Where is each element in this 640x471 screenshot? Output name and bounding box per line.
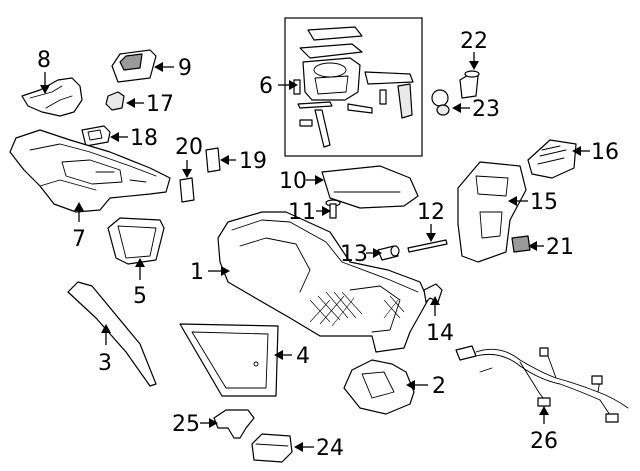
callout-13: 13 bbox=[340, 242, 382, 267]
callout-18: 18 bbox=[110, 126, 158, 151]
callout-17-label: 17 bbox=[146, 92, 174, 117]
callout-1: 1 bbox=[190, 260, 230, 285]
callout-12: 12 bbox=[417, 200, 445, 242]
callout-18-label: 18 bbox=[130, 126, 158, 151]
callout-layer: 1 2 3 4 5 6 7 bbox=[37, 29, 619, 461]
callout-11-label: 11 bbox=[288, 200, 316, 225]
part-12-rod bbox=[407, 239, 448, 253]
callout-6-label: 6 bbox=[259, 74, 273, 99]
callout-16-label: 16 bbox=[591, 140, 619, 165]
part-17-clip bbox=[105, 91, 125, 111]
callout-8: 8 bbox=[37, 48, 51, 94]
callout-20: 20 bbox=[175, 135, 203, 178]
part-8-bracket bbox=[21, 77, 83, 117]
callout-20-label: 20 bbox=[175, 135, 203, 160]
callout-11: 11 bbox=[288, 200, 331, 225]
part-25-bracket bbox=[213, 409, 255, 439]
callout-16: 16 bbox=[572, 140, 619, 165]
callout-7-label: 7 bbox=[72, 227, 86, 252]
part-6-inset-frame bbox=[284, 17, 423, 157]
callout-15: 15 bbox=[508, 190, 558, 215]
callout-9: 9 bbox=[154, 56, 192, 81]
part-20-connector bbox=[179, 177, 195, 203]
callout-21-label: 21 bbox=[546, 235, 574, 260]
part-11-screw bbox=[325, 199, 341, 219]
part-26-wiring-harness bbox=[455, 345, 629, 423]
part-18-switch bbox=[81, 125, 111, 147]
callout-3: 3 bbox=[98, 324, 112, 376]
callout-25-label: 25 bbox=[172, 412, 200, 437]
callout-13-label: 13 bbox=[340, 242, 368, 267]
callout-10: 10 bbox=[279, 169, 324, 194]
callout-17: 17 bbox=[126, 92, 174, 117]
callout-24-label: 24 bbox=[316, 436, 344, 461]
callout-23-label: 23 bbox=[472, 97, 500, 122]
callout-2-label: 2 bbox=[432, 374, 446, 399]
callout-5: 5 bbox=[133, 258, 147, 309]
callout-19: 19 bbox=[220, 149, 267, 174]
callout-12-label: 12 bbox=[417, 200, 445, 225]
part-4-side-panel bbox=[179, 323, 279, 397]
part-7-console-tray bbox=[9, 129, 171, 213]
part-9-bezel bbox=[111, 49, 157, 83]
part-19-connector bbox=[205, 147, 221, 173]
callout-8-label: 8 bbox=[37, 48, 51, 73]
callout-2: 2 bbox=[406, 374, 446, 399]
part-2-bracket bbox=[343, 359, 415, 415]
callout-10-label: 10 bbox=[279, 169, 307, 194]
callout-3-label: 3 bbox=[98, 351, 112, 376]
part-13-pin bbox=[377, 245, 400, 261]
callout-4: 4 bbox=[274, 344, 310, 369]
callout-1-label: 1 bbox=[190, 260, 204, 285]
callout-6: 6 bbox=[259, 74, 298, 99]
part-24-module bbox=[251, 433, 293, 463]
part-22-power-outlet bbox=[459, 70, 480, 99]
part-15-rear-panel bbox=[457, 161, 527, 263]
part-23-cap bbox=[431, 89, 450, 116]
callout-22: 22 bbox=[460, 29, 488, 70]
callout-7: 7 bbox=[72, 202, 86, 252]
callout-14: 14 bbox=[426, 296, 454, 346]
callout-14-label: 14 bbox=[426, 321, 454, 346]
callout-5-label: 5 bbox=[133, 284, 147, 309]
part-21-switch bbox=[511, 235, 531, 253]
callout-26-label: 26 bbox=[530, 429, 558, 454]
part-14-clip bbox=[423, 283, 443, 303]
part-1-console-body bbox=[217, 211, 429, 353]
callout-9-label: 9 bbox=[178, 56, 192, 81]
callout-23: 23 bbox=[452, 97, 500, 122]
callout-24: 24 bbox=[294, 436, 344, 461]
part-6-storage-bin-assembly bbox=[293, 26, 414, 148]
callout-4-label: 4 bbox=[296, 344, 310, 369]
part-16-vent bbox=[527, 139, 577, 179]
callout-22-label: 22 bbox=[460, 29, 488, 54]
callout-25: 25 bbox=[172, 412, 218, 437]
callout-19-label: 19 bbox=[239, 149, 267, 174]
callout-15-label: 15 bbox=[530, 190, 558, 215]
callout-21: 21 bbox=[528, 235, 574, 260]
callout-26: 26 bbox=[530, 406, 558, 454]
part-5-cup-holder bbox=[107, 217, 165, 265]
